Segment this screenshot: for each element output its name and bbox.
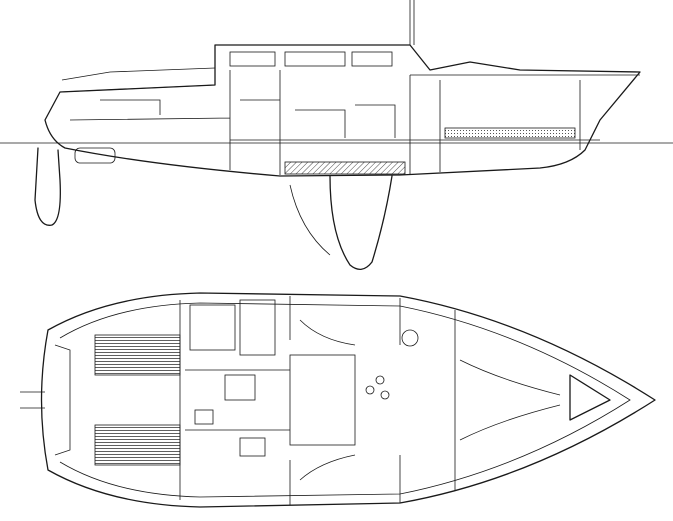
forepeak-hatch [569,374,611,421]
sink [194,409,214,425]
settee-curves [299,319,561,481]
plan-view [20,292,656,508]
rudder [34,147,61,226]
cabin-window [284,51,346,67]
cabin-table [289,354,356,446]
hull-plan [40,292,656,508]
keel-swing-arc [289,184,331,256]
stool [375,375,385,385]
locker [239,299,276,356]
locker [74,147,116,164]
ballast-area [284,161,406,175]
deck-inner-line [59,302,631,498]
toilet [401,329,419,347]
nav-seat [224,374,256,401]
hull-profile [44,44,641,177]
berth-cushion [444,127,576,139]
keel [329,175,393,270]
bulkheads [179,296,456,505]
cockpit-coaming [61,67,216,81]
cabin-window [351,51,393,67]
stool [380,390,390,400]
stern-detail [20,344,71,456]
cockpit-seat [94,334,181,376]
cockpit-seat [94,424,181,466]
galley-stove [239,437,266,457]
stool [365,385,375,395]
profile-view [0,0,673,270]
interior-lines [69,70,600,175]
deck-sheer [59,74,640,93]
locker [189,304,236,351]
cabin-window [229,51,276,67]
